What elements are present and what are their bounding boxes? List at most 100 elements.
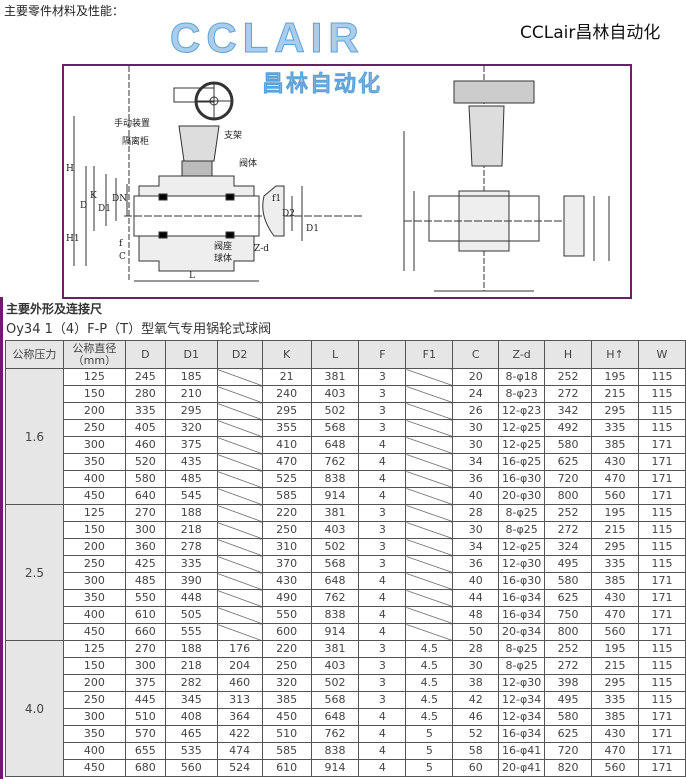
table-cell: 435 — [164, 453, 218, 471]
table-cell: 680 — [124, 759, 166, 777]
table-cell: 335 — [164, 555, 218, 573]
empty-cell — [216, 504, 263, 522]
table-cell: 3 — [358, 504, 407, 522]
pressure-cell: 1.6 — [5, 368, 64, 505]
table-cell: 430 — [591, 453, 639, 471]
table-cell: 185 — [164, 368, 218, 386]
table-cell: 502 — [310, 674, 360, 692]
table-cell: 381 — [310, 640, 360, 658]
table-cell: 510 — [124, 708, 166, 726]
table-cell: 355 — [261, 419, 312, 437]
table-cell: 195 — [591, 504, 639, 522]
table-cell: 20 — [452, 368, 500, 386]
table-cell: 4 — [358, 589, 407, 607]
table-cell: 58 — [452, 742, 500, 760]
table-cell: 3 — [358, 402, 407, 420]
column-header: K — [261, 340, 312, 369]
table-cell: 115 — [637, 674, 686, 692]
column-header: D2 — [216, 340, 263, 369]
empty-cell — [405, 538, 454, 556]
table-cell: 4 — [358, 470, 407, 488]
empty-cell — [216, 572, 263, 590]
table-cell: 364 — [216, 708, 263, 726]
table-cell: 171 — [637, 759, 686, 777]
table-cell: 218 — [164, 657, 218, 675]
table-cell: 381 — [310, 368, 360, 386]
table-cell: 495 — [544, 691, 593, 709]
table-cell: 171 — [637, 589, 686, 607]
table-cell: 215 — [591, 521, 639, 539]
table-cell: 610 — [261, 759, 312, 777]
table-cell: 750 — [544, 606, 593, 624]
table-cell: 4 — [358, 708, 407, 726]
table-cell: 125 — [62, 368, 126, 386]
table-cell: 115 — [637, 504, 686, 522]
table-cell: 320 — [164, 419, 218, 437]
table-cell: 115 — [637, 402, 686, 420]
table-cell: 42 — [452, 691, 500, 709]
table-cell: 425 — [124, 555, 166, 573]
table-cell: 600 — [261, 623, 312, 641]
table-cell: 300 — [62, 708, 126, 726]
table-cell: 405 — [124, 419, 166, 437]
table-cell: 580 — [544, 572, 593, 590]
empty-cell — [216, 385, 263, 403]
table-cell: 5 — [405, 725, 454, 743]
table-cell: 838 — [310, 742, 360, 760]
table-cell: 200 — [62, 402, 126, 420]
table-cell: 430 — [261, 572, 312, 590]
table-cell: 568 — [310, 691, 360, 709]
table-cell: 560 — [591, 487, 639, 505]
table-cell: 381 — [310, 504, 360, 522]
table-cell: 34 — [452, 453, 500, 471]
table-cell: 470 — [591, 742, 639, 760]
table-cell: 568 — [310, 419, 360, 437]
table-cell: 520 — [124, 453, 166, 471]
table-cell: 495 — [544, 555, 593, 573]
empty-cell — [405, 436, 454, 454]
dim-D1-flange: D1 — [306, 224, 319, 234]
table-cell: 445 — [124, 691, 166, 709]
table-cell: 450 — [261, 708, 312, 726]
table-cell: 28 — [452, 504, 500, 522]
table-cell: 648 — [310, 436, 360, 454]
table-cell: 44 — [452, 589, 500, 607]
table-cell: 171 — [637, 487, 686, 505]
table-title: Oy34 1（4）F-P（T）型氧气专用锅轮式球阀 — [6, 322, 272, 337]
table-cell: 171 — [637, 453, 686, 471]
table-cell: 171 — [637, 725, 686, 743]
dim-H1: H1 — [66, 234, 80, 244]
dim-DN: DN — [112, 194, 127, 204]
table-cell: 60 — [452, 759, 500, 777]
table-cell: 585 — [261, 742, 312, 760]
table-cell: 4.5 — [405, 674, 454, 692]
empty-cell — [405, 385, 454, 403]
table-cell: 270 — [124, 504, 166, 522]
table-cell: 3 — [358, 674, 407, 692]
label-isolation: 隔离柜 — [122, 135, 149, 147]
empty-cell — [405, 487, 454, 505]
table-cell: 8-φ23 — [498, 385, 546, 403]
table-cell: 313 — [216, 691, 263, 709]
table-cell: 16-φ41 — [498, 742, 546, 760]
table-cell: 762 — [310, 725, 360, 743]
table-cell: 450 — [62, 759, 126, 777]
table-cell: 115 — [637, 640, 686, 658]
table-cell: 324 — [544, 538, 593, 556]
dim-D2: D2 — [282, 209, 295, 219]
table-cell: 3 — [358, 419, 407, 437]
table-cell: 210 — [164, 385, 218, 403]
table-cell: 422 — [216, 725, 263, 743]
table-cell: 625 — [544, 453, 593, 471]
valve-diagram: 手动装置 隔离柜 支架 阀体 阀座 球体 H H1 D K D1 DN f C … — [66, 66, 610, 292]
table-cell: 171 — [637, 742, 686, 760]
dim-C: C — [119, 252, 126, 262]
table-cell: 278 — [164, 538, 218, 556]
empty-cell — [405, 589, 454, 607]
